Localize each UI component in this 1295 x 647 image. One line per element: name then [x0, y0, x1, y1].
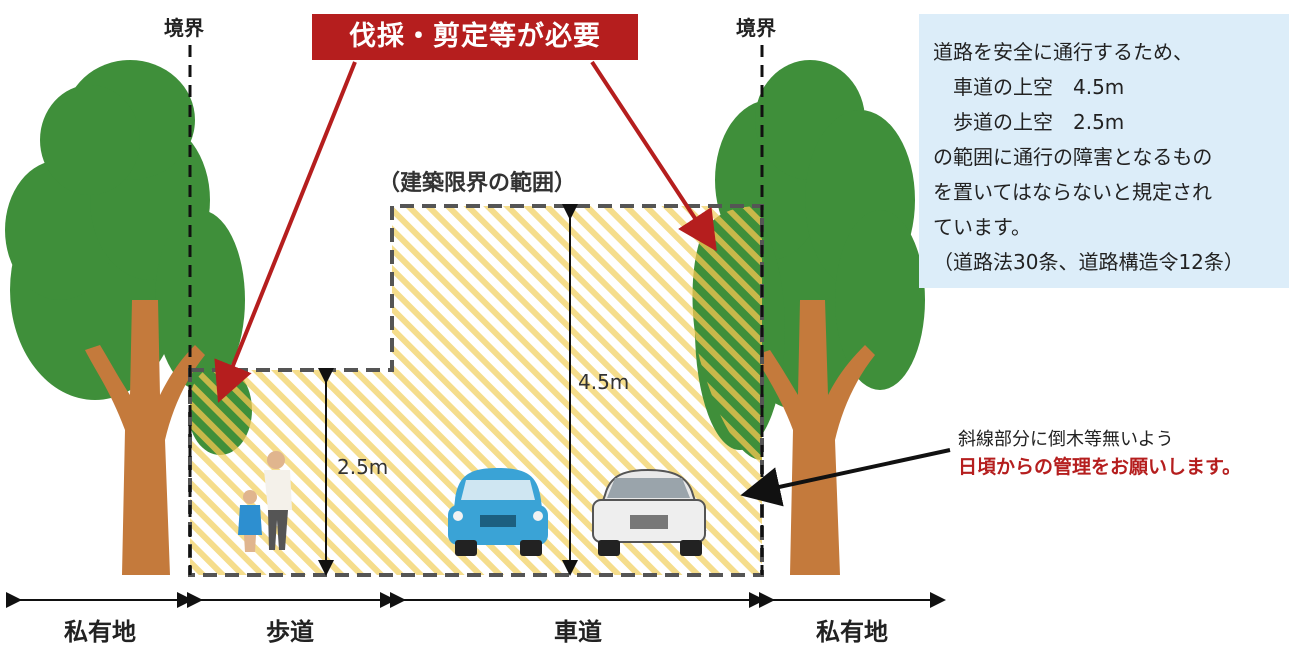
- info-line: ています。: [933, 215, 1031, 239]
- ground-label-private-right: 私有地: [816, 618, 888, 646]
- note-arrow: [740, 448, 951, 507]
- ground-label-private-left: 私有地: [64, 618, 136, 646]
- red-arrow-left: [214, 61, 357, 403]
- title-banner: 伐採・剪定等が必要: [312, 14, 638, 60]
- pedestrians-icon: [238, 451, 292, 552]
- sidewalk-height-label: 2.5m: [337, 455, 389, 479]
- info-line: 道路を安全に通行するため、: [933, 40, 1193, 64]
- roadway-height-label: 4.5m: [578, 370, 630, 394]
- white-car-icon: [591, 468, 707, 556]
- ground-label-sidewalk: 歩道: [266, 618, 314, 646]
- red-arrow-right: [590, 60, 717, 252]
- info-line: （道路法30条、道路構造令12条）: [933, 250, 1244, 274]
- note-line-1: 斜線部分に倒木等無いよう: [958, 429, 1174, 450]
- boundary-label-left: 境界: [164, 16, 204, 40]
- info-line: 車道の上空 4.5m: [933, 75, 1125, 99]
- right-overlap-hatch: [692, 206, 762, 460]
- info-line: 歩道の上空 2.5m: [933, 110, 1125, 134]
- info-box: 道路を安全に通行するため、 車道の上空 4.5m 歩道の上空 2.5m の範囲に…: [919, 14, 1289, 288]
- info-line: の範囲に通行の障害となるもの: [933, 145, 1213, 169]
- ground-label-roadway: 車道: [554, 618, 602, 646]
- left-tree-icon: [5, 60, 245, 575]
- blue-car-icon: [448, 468, 548, 556]
- boundary-label-right: 境界: [736, 16, 776, 40]
- note-line-2: 日頃からの管理をお願いします。: [958, 456, 1242, 478]
- left-overlap-hatch: [190, 370, 252, 455]
- scope-title: （建築限界の範囲）: [378, 171, 577, 196]
- info-line: を置いてはならないと規定され: [933, 180, 1212, 204]
